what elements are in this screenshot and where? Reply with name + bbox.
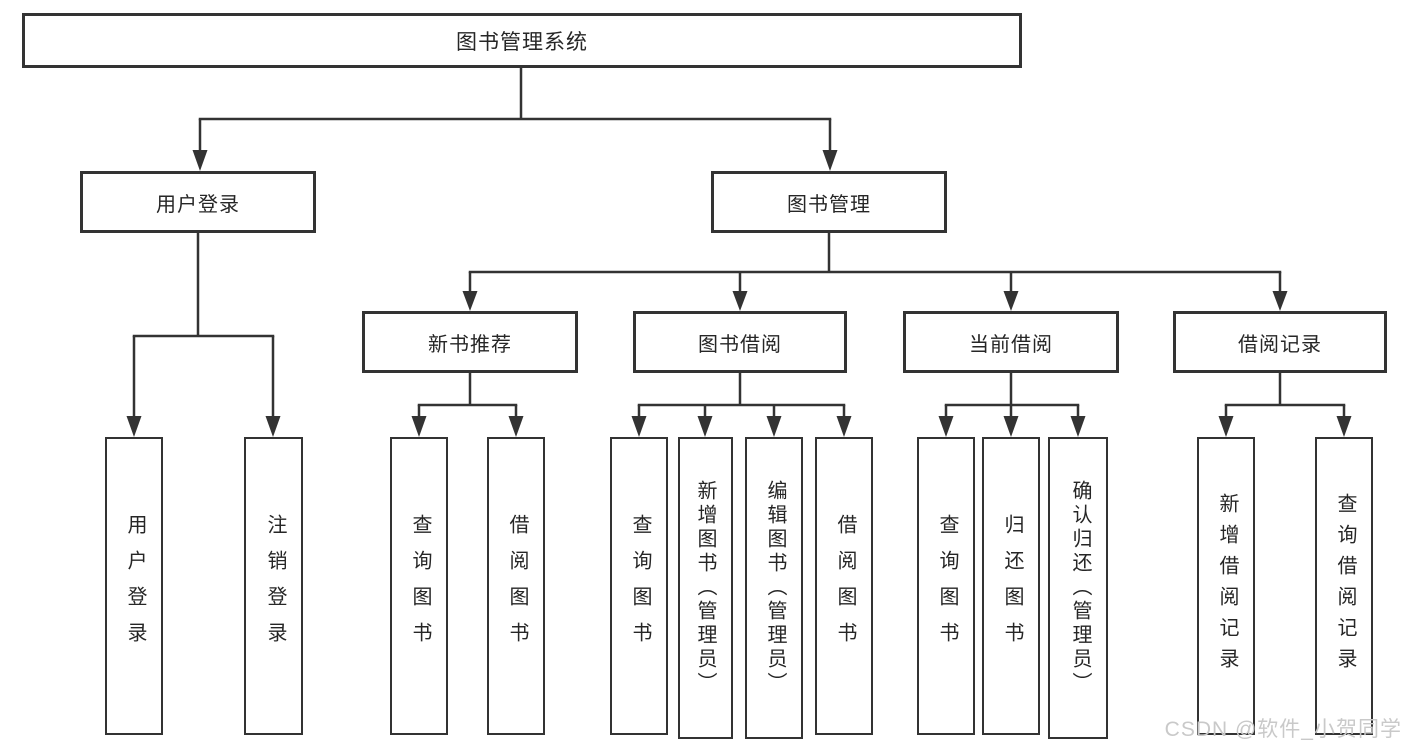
- connector-new-book-recommendation-to-leaves: [411, 373, 524, 437]
- leaf-current-query-books: 查询图书: [917, 437, 975, 735]
- connector-book-management-to-level2: [462, 233, 1288, 311]
- leaf-borrowing-add-books-admin: 新增图书（管理员）: [678, 437, 733, 739]
- leaf-borrowing-edit-books-admin: 编辑图书（管理员）: [745, 437, 803, 739]
- leaf-user-login: 用户登录: [105, 437, 163, 735]
- node-library-management-system: 图书管理系统: [22, 13, 1022, 68]
- leaf-logout: 注销登录: [244, 437, 303, 735]
- connector-book-borrowing-to-leaves: [631, 373, 852, 437]
- leaf-current-return-books: 归还图书: [982, 437, 1040, 735]
- node-book-management: 图书管理: [711, 171, 947, 233]
- node-borrowing-records: 借阅记录: [1173, 311, 1387, 373]
- connector-current-borrowing-to-leaves: [938, 373, 1086, 437]
- leaf-borrowing-query-books: 查询图书: [610, 437, 668, 735]
- leaf-recommend-borrow-books: 借阅图书: [487, 437, 545, 735]
- connector-root-to-level1: [192, 68, 838, 171]
- leaf-current-confirm-return-admin: 确认归还（管理员）: [1048, 437, 1108, 739]
- leaf-records-add-record: 新增借阅记录: [1197, 437, 1255, 735]
- connector-user-login-to-leaves: [126, 233, 281, 437]
- node-current-borrowing: 当前借阅: [903, 311, 1119, 373]
- node-book-borrowing: 图书借阅: [633, 311, 847, 373]
- leaf-borrowing-borrow-books: 借阅图书: [815, 437, 873, 735]
- node-new-book-recommendation: 新书推荐: [362, 311, 578, 373]
- leaf-records-query-record: 查询借阅记录: [1315, 437, 1373, 735]
- leaf-recommend-query-books: 查询图书: [390, 437, 448, 735]
- node-user-login: 用户登录: [80, 171, 316, 233]
- csdn-watermark: CSDN @软件_小贺同学: [1164, 718, 1402, 741]
- connector-borrowing-records-to-leaves: [1218, 373, 1352, 437]
